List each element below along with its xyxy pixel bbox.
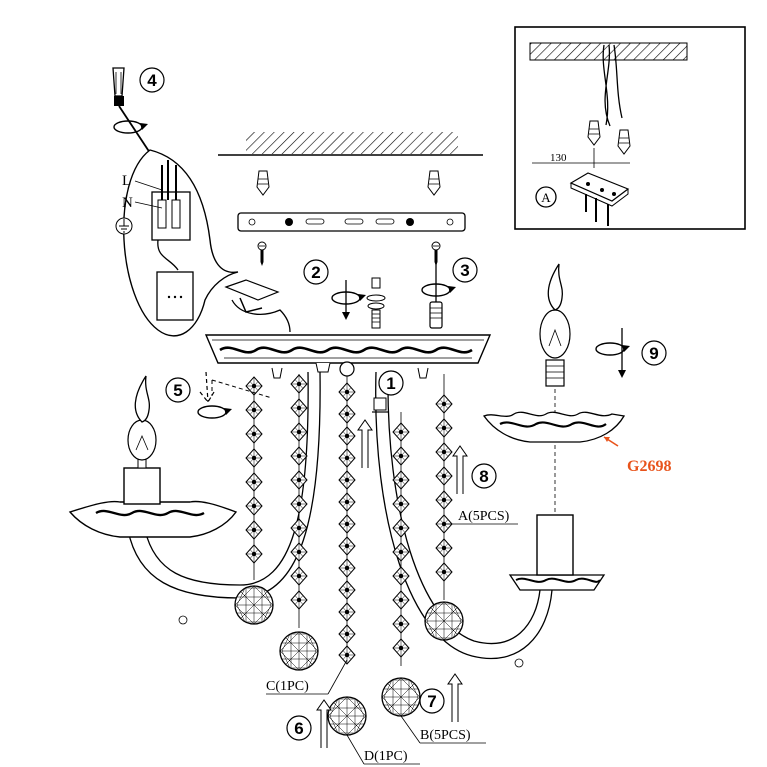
step-7-marker: 7	[419, 688, 445, 714]
svg-text:6: 6	[294, 719, 303, 738]
step-4-marker: 4	[139, 67, 165, 93]
inset-mounting-detail: 130 A	[514, 26, 746, 230]
part-labels: A(5PCS) C(1PC) B(5PCS) D(1PC)	[266, 509, 518, 765]
inset-dimension: 130	[550, 152, 567, 164]
ceiling-mounting	[218, 132, 483, 267]
direction-arrows	[197, 371, 468, 749]
step-6-marker: 6	[286, 715, 312, 741]
svg-text:2: 2	[311, 263, 320, 282]
svg-text:9: 9	[649, 344, 658, 363]
part-b-label: B(5PCS)	[420, 728, 471, 743]
part-code: G2698	[627, 458, 671, 475]
step-3-marker: 3	[452, 257, 478, 283]
svg-text:5: 5	[173, 381, 182, 400]
step-8-marker: 8	[471, 463, 497, 489]
part-c-label: C(1PC)	[266, 679, 309, 694]
svg-text:8: 8	[479, 467, 488, 486]
left-arm	[68, 371, 321, 625]
part-a-label: A(5PCS)	[458, 509, 510, 524]
svg-text:7: 7	[427, 692, 436, 711]
svg-text:4: 4	[147, 71, 157, 90]
part-d-label: D(1PC)	[364, 749, 408, 764]
live-wire-label: L	[122, 173, 131, 189]
neutral-wire-label: N	[122, 195, 133, 211]
step-5-marker: 5	[165, 377, 191, 403]
svg-text:1: 1	[386, 374, 395, 393]
inset-tag: A	[541, 190, 551, 205]
crystal-strands	[234, 374, 464, 736]
svg-text:3: 3	[460, 261, 469, 280]
ground-icon	[115, 217, 133, 235]
step-markers: 1 2 3 4 5 6 7 8 9	[139, 67, 667, 741]
right-arm: G2698	[375, 263, 671, 668]
step-2-marker: 2	[303, 259, 329, 285]
wiring-callout: L N	[112, 67, 291, 337]
center-hardware	[331, 262, 457, 329]
canopy	[204, 334, 492, 379]
step-9-marker: 9	[641, 340, 667, 366]
step-1-marker: 1	[378, 370, 404, 396]
